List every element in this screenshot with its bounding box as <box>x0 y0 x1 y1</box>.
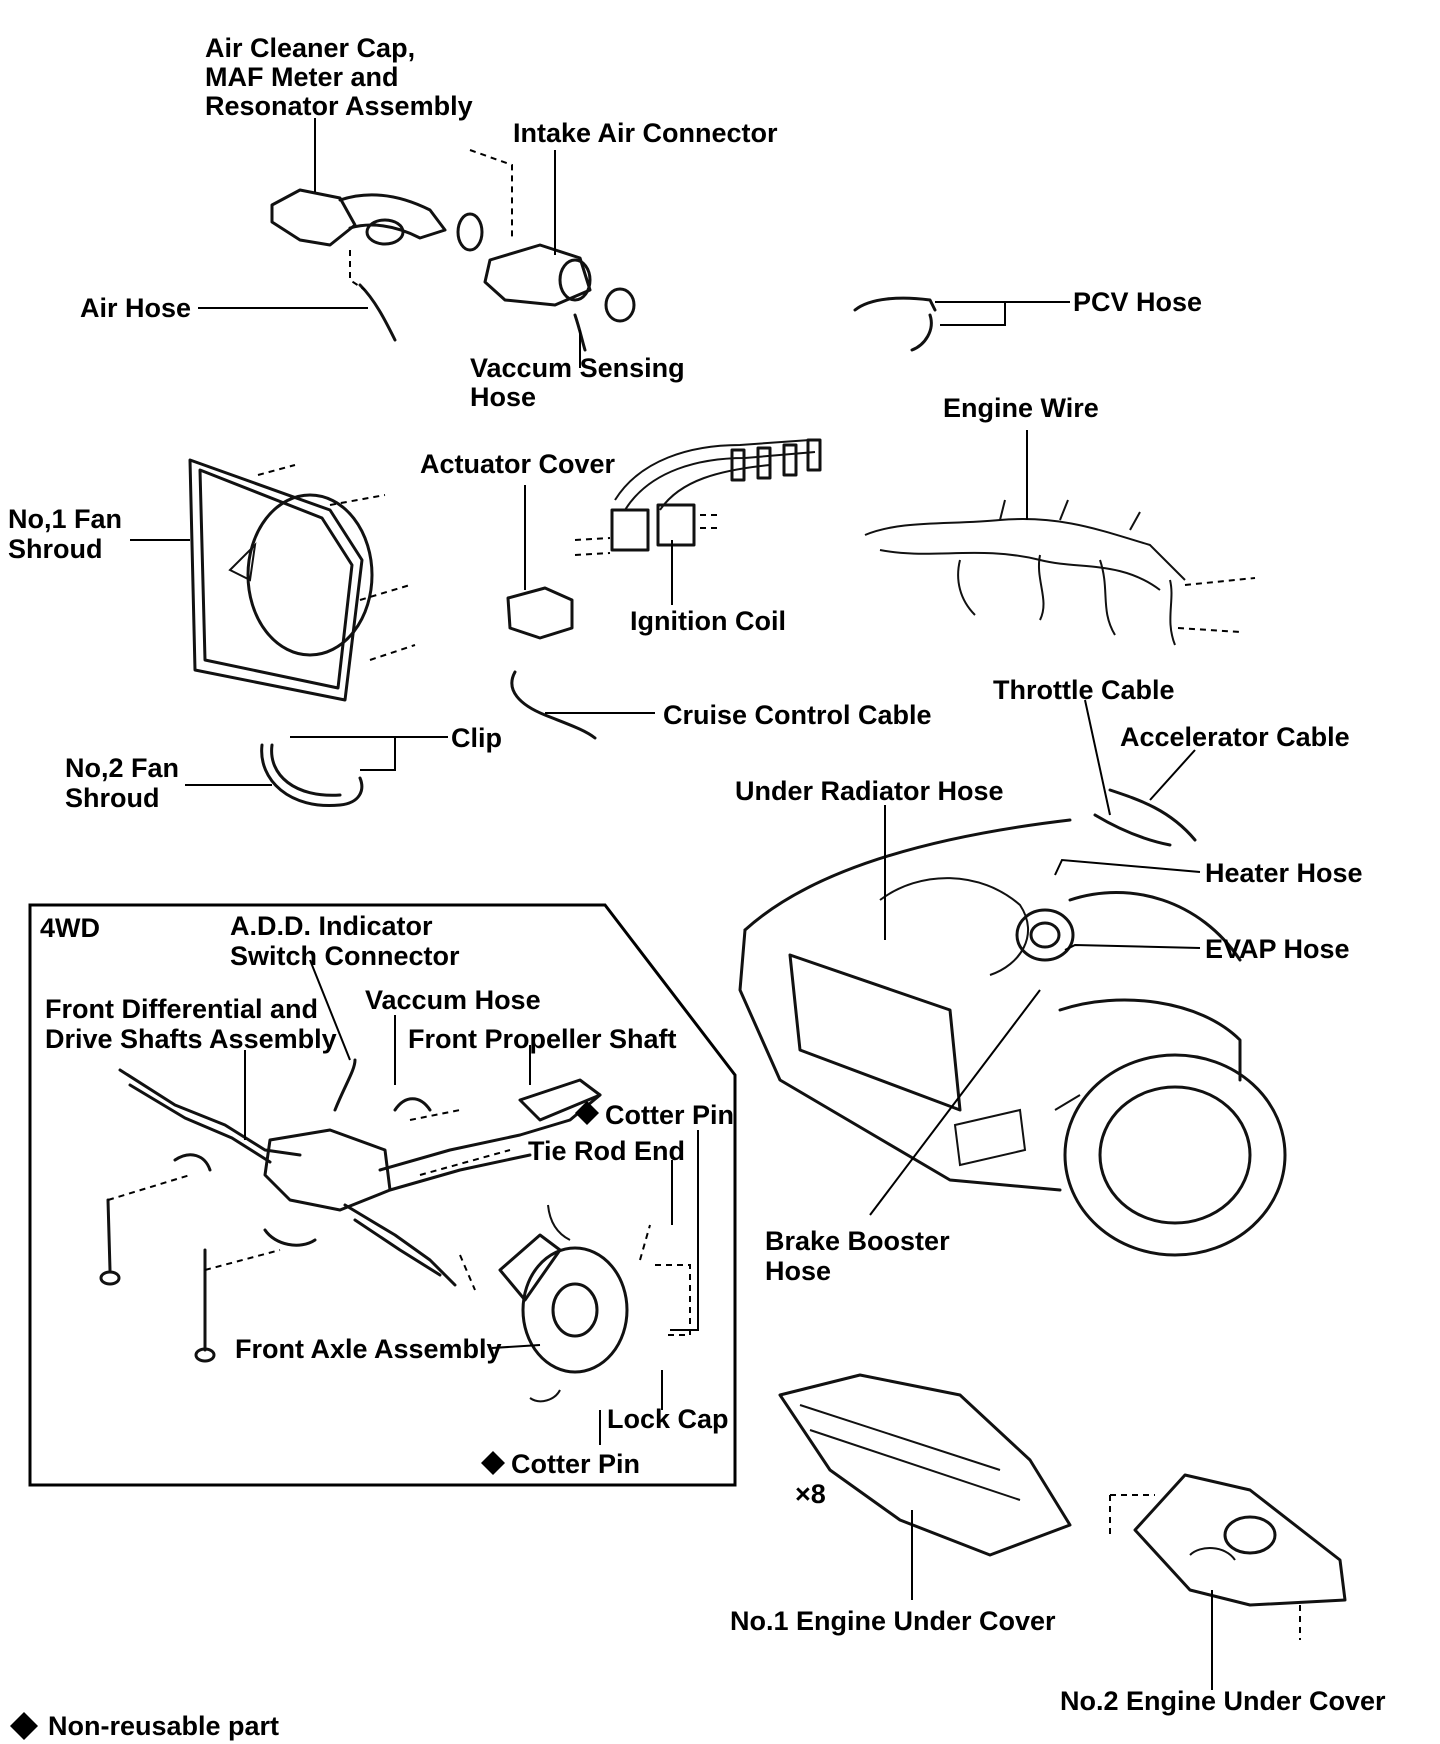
inset-label-lock-cap: Lock Cap <box>607 1404 729 1434</box>
label-heater-hose: Heater Hose <box>1205 858 1363 888</box>
label-actuator-cover: Actuator Cover <box>420 449 616 479</box>
legend: Non-reusable part <box>10 1711 279 1741</box>
label-no2-fan-shroud-2: Shroud <box>65 783 160 813</box>
inset-4wd: 4WD <box>28 903 737 1487</box>
label-vaccum-sensing-1: Vaccum Sensing <box>470 353 685 383</box>
inset-label-add-indicator-2: Switch Connector <box>230 941 460 971</box>
label-pcv-hose: PCV Hose <box>1073 287 1202 317</box>
no2-fan-shroud-drawing <box>260 743 364 808</box>
leader-front-axle-assembly <box>491 1344 541 1349</box>
legend-non-reusable: Non-reusable part <box>48 1711 279 1741</box>
ignition-coil-drawing <box>610 438 822 552</box>
label-clip: Clip <box>451 723 502 753</box>
label-no1-fan-shroud-1: No,1 Fan <box>8 504 122 534</box>
label-air-cleaner-cap-2: MAF Meter and <box>205 62 399 92</box>
front-differential-drawing <box>118 1058 602 1287</box>
label-ignition-coil: Ignition Coil <box>630 606 786 636</box>
leader-brake-booster <box>869 989 1041 1216</box>
diamond-icon <box>575 1101 599 1125</box>
pcv-hose-drawing <box>853 296 937 352</box>
label-accelerator-cable: Accelerator Cable <box>1120 722 1350 752</box>
label-no1-fan-shroud-2: Shroud <box>8 534 103 564</box>
truck-front-drawing <box>738 818 1287 1257</box>
label-air-cleaner-cap-3: Resonator Assembly <box>205 91 473 121</box>
label-vaccum-sensing-2: Hose <box>470 382 536 412</box>
label-brake-booster-1: Brake Booster <box>765 1226 950 1256</box>
label-throttle-cable: Throttle Cable <box>993 675 1175 705</box>
label-air-cleaner-cap-1: Air Cleaner Cap, <box>205 33 415 63</box>
inset-label-tie-rod-end: Tie Rod End <box>528 1136 685 1166</box>
label-air-hose: Air Hose <box>80 293 191 323</box>
air-cleaner-assembly-drawing <box>270 188 636 352</box>
cruise-control-cable-drawing <box>510 670 597 740</box>
label-no2-engine-under-cover: No.2 Engine Under Cover <box>1060 1686 1386 1716</box>
inset-label-front-diff-2: Drive Shafts Assembly <box>45 1024 337 1054</box>
label-brake-booster-2: Hose <box>765 1256 831 1286</box>
leader-accelerator-cable <box>1149 749 1196 801</box>
label-engine-wire: Engine Wire <box>943 393 1099 423</box>
inset-label-add-indicator-1: A.D.D. Indicator <box>230 911 433 941</box>
front-axle-drawing <box>498 1204 629 1403</box>
inset-label-cotter-pin-bottom: Cotter Pin <box>511 1449 640 1479</box>
leader-throttle-cable <box>1084 699 1111 816</box>
no1-fan-shroud-drawing <box>188 458 374 702</box>
label-intake-air-connector: Intake Air Connector <box>513 118 778 148</box>
throttle-cable-drawing <box>1093 788 1197 847</box>
inset-label-vaccum-hose: Vaccum Hose <box>365 985 541 1015</box>
no2-engine-under-cover-drawing <box>1133 1473 1347 1607</box>
label-no2-fan-shroud-1: No,2 Fan <box>65 753 179 783</box>
leader-clip <box>290 736 448 771</box>
label-evap-hose: EVAP Hose <box>1205 934 1350 964</box>
inset-label-front-diff-1: Front Differential and <box>45 994 318 1024</box>
leader-evap-hose <box>1064 943 1201 951</box>
inset-label-cotter-pin-top: Cotter Pin <box>605 1100 734 1130</box>
label-cruise-control-cable: Cruise Control Cable <box>663 700 932 730</box>
diamond-icon <box>10 1712 38 1740</box>
inset-label-front-axle-assembly: Front Axle Assembly <box>235 1334 502 1364</box>
engine-wire-drawing <box>864 499 1186 646</box>
label-bolt-count: ×8 <box>795 1479 826 1509</box>
leader-pcv-hose <box>935 301 1070 326</box>
inset-label-front-propeller-shaft: Front Propeller Shaft <box>408 1024 677 1054</box>
inset-frame <box>28 903 737 1487</box>
label-no1-engine-under-cover: No.1 Engine Under Cover <box>730 1606 1056 1636</box>
label-under-radiator-hose: Under Radiator Hose <box>735 776 1004 806</box>
leader-heater-hose <box>1054 858 1201 876</box>
inset-title: 4WD <box>40 913 100 943</box>
leader-add-indicator <box>309 959 351 1061</box>
leader-cotter-pin-top <box>670 1130 699 1331</box>
actuator-cover-drawing <box>506 586 574 640</box>
no1-engine-under-cover-drawing <box>778 1373 1072 1557</box>
diamond-icon <box>481 1451 505 1475</box>
